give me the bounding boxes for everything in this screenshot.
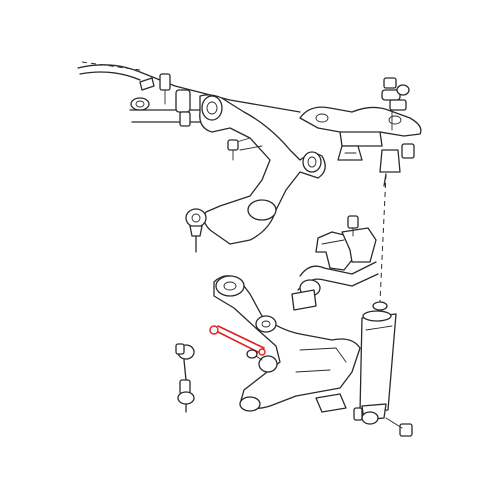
shock-absorber: [353, 173, 413, 437]
bump-stop-left: [337, 145, 363, 161]
upper-control-arm: [199, 94, 326, 245]
bolt-top-left: [139, 73, 171, 105]
bump-stop-right: [379, 143, 415, 173]
bolt-mid: [227, 139, 239, 161]
highlighted-tie-rod: [209, 325, 266, 356]
strut-nut-stack: [381, 77, 410, 131]
stabilizer-link: [175, 343, 195, 413]
stabilizer-clamp: [315, 215, 377, 271]
lower-control-arm: [213, 275, 361, 413]
lower-arm-bolt: [246, 349, 263, 361]
ball-joint: [185, 208, 207, 253]
bushing-left: [130, 89, 191, 127]
stabilizer-bar: [291, 261, 379, 311]
strut-top-mount: [299, 106, 422, 147]
